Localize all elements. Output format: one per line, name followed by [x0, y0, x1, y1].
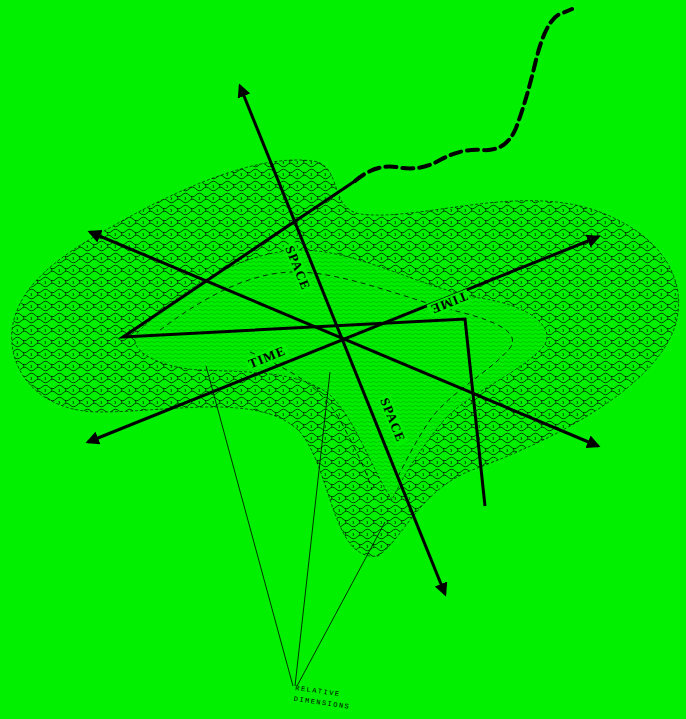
axis-label: SPACE: [282, 242, 313, 294]
space-time-surface: [12, 160, 679, 556]
leader-lines: [206, 366, 385, 686]
axis-label: SPACE: [377, 394, 408, 446]
callout-label: RELATIVE DIMENSIONS: [293, 683, 358, 714]
axes: [88, 9, 598, 594]
leader-line: [206, 366, 293, 686]
leader-line: [295, 372, 330, 686]
axis-label: TIME: [245, 343, 289, 371]
wave-line: [355, 9, 572, 181]
axis-label: TIME: [427, 289, 471, 317]
leader-line: [297, 522, 385, 686]
frame-line: [123, 181, 485, 506]
third-axis: [90, 232, 598, 446]
